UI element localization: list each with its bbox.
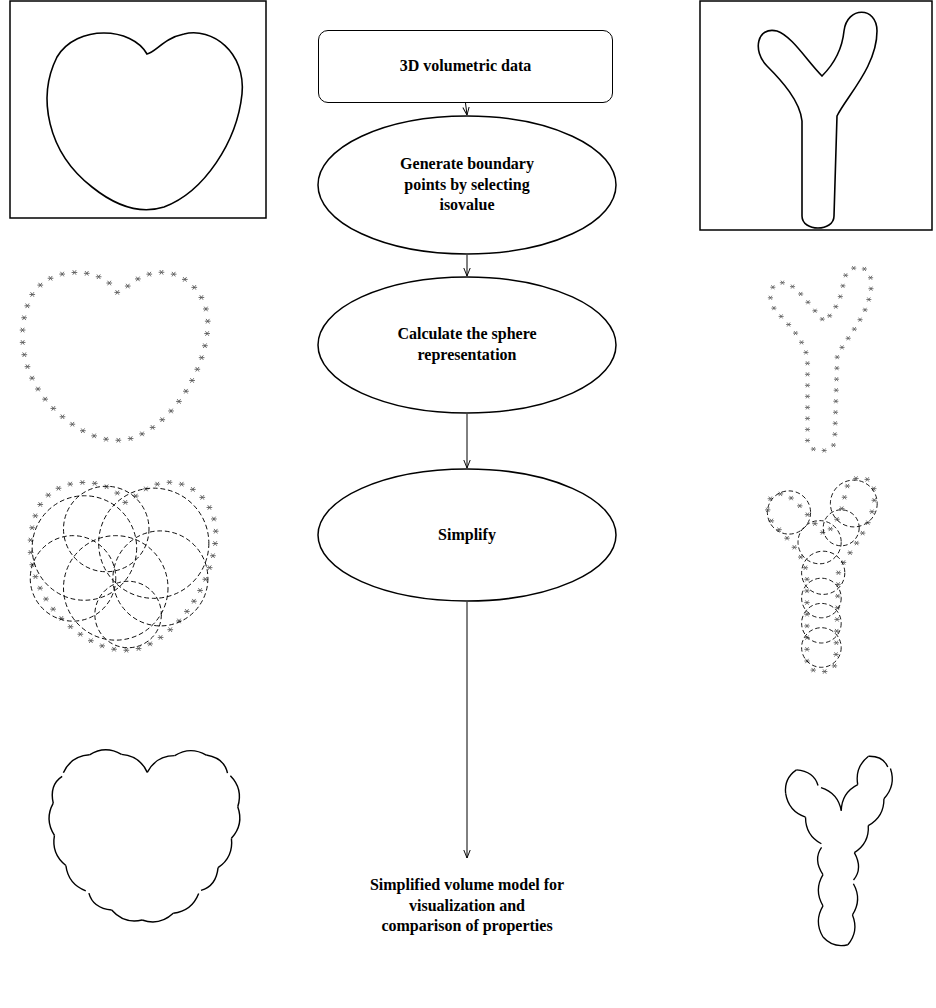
flow-arrow bbox=[466, 103, 468, 115]
flow-arrow bbox=[467, 414, 468, 468]
process-ellipse: Calculate the sphere representation bbox=[317, 276, 617, 414]
y-simplified bbox=[785, 756, 892, 945]
ellipse-outline bbox=[317, 276, 617, 414]
node-text: Simplify bbox=[438, 525, 496, 546]
y-shape bbox=[758, 12, 877, 228]
heart-simplified bbox=[49, 750, 240, 922]
process-ellipse: Simplify bbox=[317, 468, 617, 602]
result-text: Simplified volume model for visualizatio… bbox=[347, 858, 587, 954]
flow-arrow bbox=[467, 602, 468, 858]
frame bbox=[700, 1, 932, 230]
node-text: 3D volumetric data bbox=[400, 56, 532, 77]
heart-shape bbox=[47, 33, 242, 210]
process-box: 3D volumetric data bbox=[318, 30, 613, 103]
node-text: Generate boundary points by selecting is… bbox=[380, 154, 555, 216]
node-text: Calculate the sphere representation bbox=[380, 324, 555, 366]
heart-points bbox=[20, 270, 211, 443]
flow-arrow bbox=[467, 255, 468, 276]
y-spheres bbox=[765, 476, 877, 673]
process-ellipse: Generate boundary points by selecting is… bbox=[317, 115, 617, 255]
node-text: Simplified volume model for visualizatio… bbox=[367, 875, 567, 937]
frame bbox=[10, 1, 266, 218]
heart-spheres bbox=[28, 480, 219, 653]
y-points bbox=[768, 266, 874, 452]
